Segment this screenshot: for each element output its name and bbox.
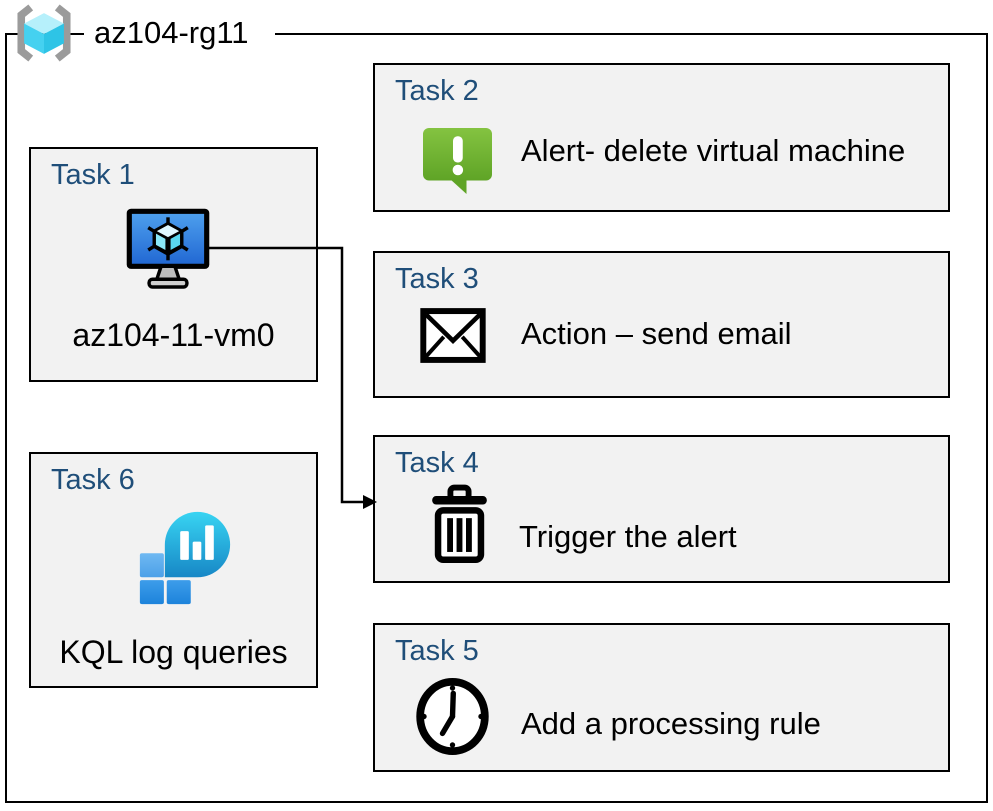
alert-icon (420, 122, 495, 197)
trash-icon (427, 484, 492, 564)
task1-box: Task 1 (29, 147, 318, 382)
task4-label: Trigger the alert (519, 519, 737, 554)
resource-group-title: az104-rg11 (84, 10, 275, 56)
task1-header: Task 1 (51, 159, 135, 191)
resource-group-icon (8, 2, 80, 64)
task6-box: Task 6 (29, 452, 318, 688)
task5-box: Task 5 Add a processing rule (373, 623, 950, 772)
task3-box: Task 3 Action – send email (373, 251, 950, 398)
task6-label: KQL log queries (59, 634, 288, 670)
task6-header: Task 6 (51, 464, 135, 496)
virtual-machine-icon (125, 207, 211, 293)
task2-header: Task 2 (395, 75, 479, 107)
task3-label: Action – send email (521, 316, 792, 351)
clock-icon (414, 678, 491, 755)
cube-glyph (147, 217, 189, 261)
task5-header: Task 5 (395, 635, 479, 667)
task2-label: Alert- delete virtual machine (521, 133, 906, 168)
email-icon (420, 307, 486, 364)
task1-label: az104-11-vm0 (72, 317, 275, 353)
task3-header: Task 3 (395, 263, 479, 295)
log-analytics-icon (134, 510, 236, 606)
task4-header: Task 4 (395, 447, 479, 479)
task5-label: Add a processing rule (521, 706, 821, 741)
task4-box: Task 4 Trigger the alert (373, 435, 950, 583)
task2-box: Task 2 Alert- delete virtual machine (373, 63, 950, 212)
